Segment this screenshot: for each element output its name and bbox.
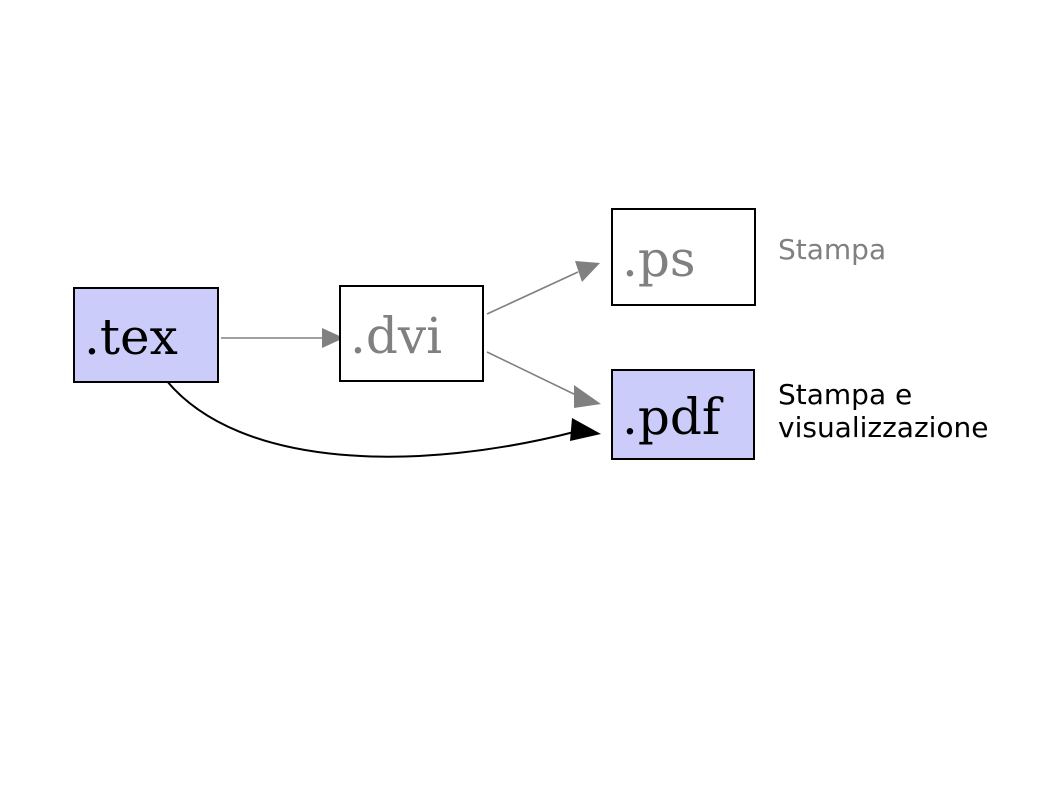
edge-dvi-to-pdf (486, 351, 601, 408)
annotation-stampa: Stampa (778, 233, 887, 266)
annotation-stampa-e-visualizzazione: Stampa e visualizzazione (778, 378, 989, 445)
node-dvi[interactable]: .dvi (339, 285, 484, 382)
edge-dvi-to-ps (486, 261, 600, 315)
edge-dvi-to-ps-line (486, 271, 579, 315)
edge-tex-to-pdf-curve (165, 379, 579, 458)
node-tex[interactable]: .tex (73, 287, 219, 383)
node-ps[interactable]: .ps (611, 208, 756, 306)
node-pdf[interactable]: .pdf (611, 369, 755, 460)
edge-tex-to-pdf-arrowhead (570, 418, 601, 441)
node-ps-label: .ps (622, 230, 696, 288)
edge-tex-to-dvi-arrowhead (322, 328, 344, 348)
edge-dvi-to-pdf-arrowhead (574, 385, 601, 408)
node-dvi-label: .dvi (350, 306, 443, 365)
node-tex-label: .tex (84, 308, 178, 366)
edge-dvi-to-pdf-line (486, 351, 579, 397)
edge-dvi-to-ps-arrowhead (575, 261, 600, 282)
edge-tex-to-dvi (221, 328, 344, 348)
node-pdf-label: .pdf (622, 387, 721, 446)
edge-tex-to-pdf (165, 379, 601, 458)
